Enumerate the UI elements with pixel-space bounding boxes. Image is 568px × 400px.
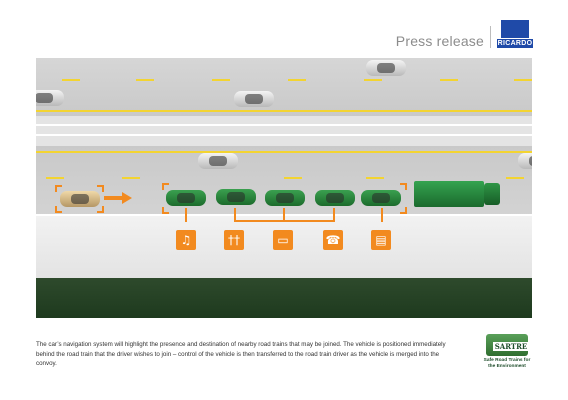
road-train-illustration: ♫ †† ▭ ☎ ▤ — [36, 58, 532, 318]
connector-line — [185, 208, 187, 222]
header-divider — [490, 26, 491, 48]
lane-dash — [364, 79, 382, 81]
highlight-bracket — [97, 206, 104, 213]
grass-verge — [36, 278, 532, 318]
connector-line — [381, 208, 383, 222]
badge-title: SARTRE — [493, 342, 529, 351]
music-icon: ♫ — [176, 230, 196, 250]
laptop-icon: ▭ — [273, 230, 293, 250]
road-train-car — [315, 190, 355, 206]
road-train-car — [166, 190, 206, 206]
highlight-bracket — [162, 207, 169, 214]
lane-dash — [288, 79, 306, 81]
sartre-badge: SARTRE Safe Road Trains for the Environm… — [482, 334, 532, 374]
road-train-lead-truck — [414, 179, 500, 209]
lane-dash — [122, 177, 140, 179]
highlight-bracket — [55, 206, 62, 213]
lane-dash — [506, 177, 524, 179]
car-gray — [234, 91, 274, 107]
logo-mark — [501, 20, 529, 38]
highlight-bracket — [162, 183, 169, 190]
sartre-logo-icon: SARTRE — [486, 334, 529, 356]
road-train-car — [361, 190, 401, 206]
median-line — [36, 134, 532, 136]
arrow-right-icon — [104, 192, 134, 204]
highlight-bracket — [400, 207, 407, 214]
header: Press release RICARDO — [0, 0, 568, 58]
lane-edge-line — [36, 151, 532, 153]
logo-text: RICARDO — [497, 39, 533, 48]
highlight-bracket — [55, 185, 62, 192]
food-icon: †† — [224, 230, 244, 250]
lane-dash — [212, 79, 230, 81]
car-gray — [366, 60, 406, 76]
median-line — [36, 124, 532, 126]
connector-line — [234, 220, 333, 222]
highlight-bracket — [97, 185, 104, 192]
road-train-car — [216, 189, 256, 205]
road-train-car — [265, 190, 305, 206]
badge-subtitle: Safe Road Trains for the Environment — [483, 358, 531, 369]
lane-dash — [46, 177, 64, 179]
connector-line — [283, 208, 285, 222]
lane-dash — [62, 79, 80, 81]
highlight-bracket — [400, 183, 407, 190]
connector-line — [234, 208, 236, 222]
joining-car — [60, 191, 100, 207]
road-median — [36, 116, 532, 146]
caption-text: The car’s navigation system will highlig… — [36, 341, 446, 367]
lane-edge-line — [36, 110, 532, 112]
car-gray — [36, 90, 64, 106]
lane-dash — [284, 177, 302, 179]
ricardo-logo-icon: RICARDO — [495, 18, 535, 50]
lane-dash — [514, 79, 532, 81]
road-upper-carriageway — [36, 58, 532, 116]
car-gray — [518, 153, 532, 169]
lane-dash — [366, 177, 384, 179]
car-gray — [198, 153, 238, 169]
book-icon: ▤ — [371, 230, 391, 250]
lane-dash — [136, 79, 154, 81]
lane-dash — [440, 79, 458, 81]
phone-icon: ☎ — [323, 230, 343, 250]
page-title: Press release — [395, 33, 484, 49]
connector-line — [333, 208, 335, 222]
